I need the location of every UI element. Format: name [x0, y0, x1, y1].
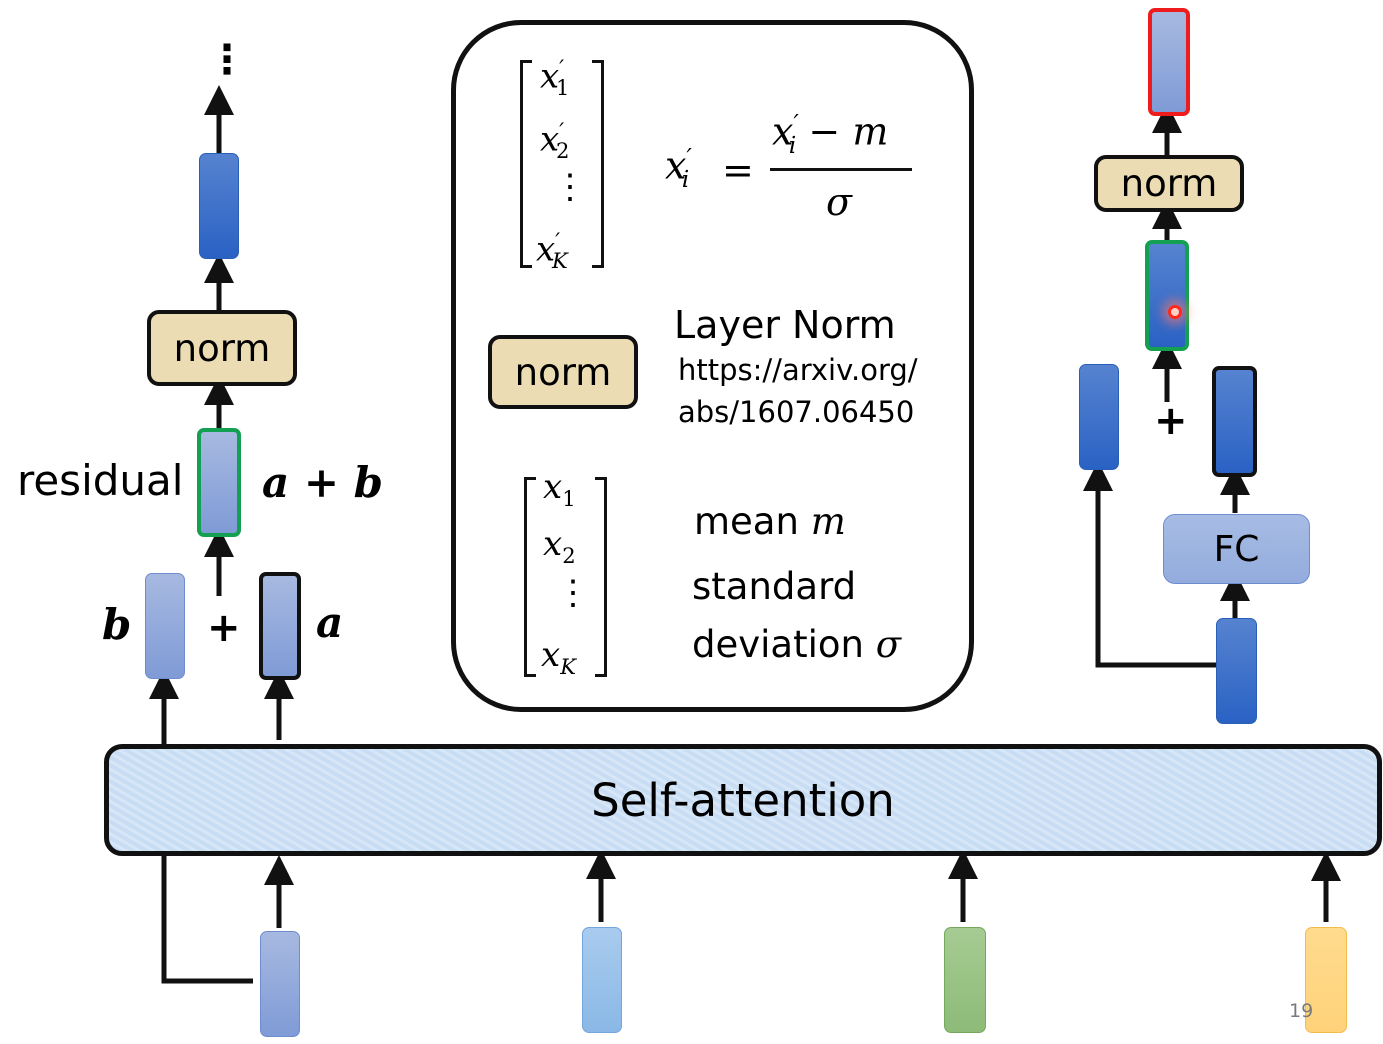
- formula-denominator: σ: [826, 180, 852, 224]
- plus-sign-right: +: [1154, 398, 1188, 444]
- output-vector-bracket-left: [520, 60, 532, 268]
- formula-fraction-bar: [770, 168, 912, 171]
- right-fc-output-vector: [1212, 366, 1257, 477]
- input-vector-dots: ⋮: [556, 573, 590, 613]
- left-norm-box: norm: [147, 310, 297, 386]
- stat-mean-text: mean: [694, 500, 799, 543]
- formula-lhs: x′i: [665, 143, 692, 194]
- input-vector-bracket-right: [595, 477, 607, 677]
- formula-equals: =: [722, 148, 754, 192]
- right-residual-vector: [1145, 240, 1189, 351]
- fc-layer-box: FC: [1163, 514, 1310, 584]
- output-vector-xK: x′K: [536, 228, 568, 274]
- stat-std-line1: standard: [692, 565, 857, 608]
- paper-link-line2[interactable]: abs/1607.06450: [678, 395, 915, 429]
- right-skip-vector: [1079, 364, 1119, 470]
- stat-std-symbol: σ: [875, 623, 902, 666]
- layer-norm-box: norm: [488, 335, 638, 409]
- paper-link-line1[interactable]: https://arxiv.org/: [678, 353, 918, 387]
- right-norm-box: norm: [1094, 155, 1244, 212]
- b-vector: [145, 573, 185, 679]
- output-vector-x2: x′2: [540, 118, 570, 164]
- input-vector-3: [944, 927, 986, 1033]
- input-vector-4: [1305, 927, 1347, 1033]
- plus-sign-left: +: [207, 605, 241, 651]
- cursor-pointer-icon: [1168, 305, 1182, 319]
- input-vector-2: [582, 927, 622, 1033]
- right-output-vector: [1148, 8, 1190, 116]
- input-vector-x2: x2: [543, 524, 576, 568]
- output-vector-bracket-right: [592, 60, 604, 268]
- b-label: b: [102, 600, 132, 649]
- layer-norm-title: Layer Norm: [674, 303, 896, 347]
- residual-label: residual: [17, 456, 184, 505]
- left-output-vector: [199, 153, 239, 259]
- stat-std-line2: deviation σ: [692, 623, 901, 666]
- output-vector-dots: ⋮: [553, 167, 587, 207]
- right-input-vector: [1216, 618, 1257, 724]
- stat-mean-symbol: m: [810, 500, 846, 543]
- page-number: 19: [1289, 1000, 1314, 1022]
- sum-label: a + b: [262, 458, 384, 507]
- a-label: a: [316, 598, 344, 647]
- input-vector-bracket-left: [524, 477, 536, 677]
- residual-vector: [197, 428, 241, 537]
- input-vector-1: [260, 931, 300, 1037]
- input-vector-xK: xK: [541, 635, 576, 679]
- continuation-dots: ⋮: [207, 37, 247, 83]
- a-vector: [259, 572, 301, 680]
- stat-mean: mean m: [694, 500, 846, 543]
- output-vector-x1: x′1: [540, 55, 570, 101]
- input-vector-x1: x1: [543, 467, 576, 511]
- self-attention-block: Self-attention: [104, 744, 1382, 856]
- stat-std-text: deviation: [692, 623, 864, 666]
- formula-numerator: x′i − m: [772, 109, 889, 160]
